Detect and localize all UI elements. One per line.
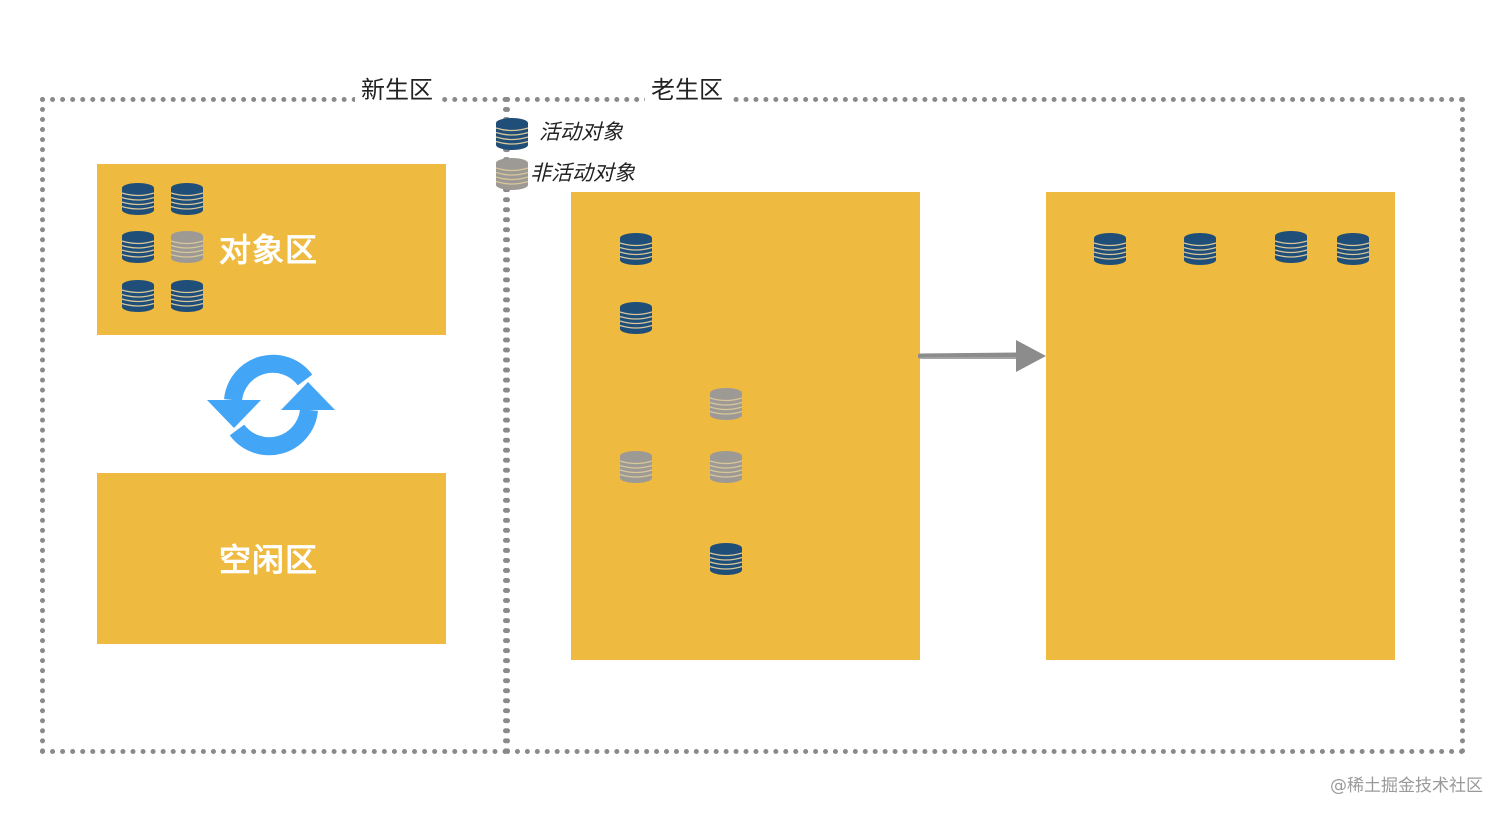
object-area-label: 对象区	[219, 231, 319, 269]
active-object-icon	[170, 182, 204, 216]
old-generation-label: 老生区	[645, 75, 729, 105]
active-object-icon	[121, 279, 155, 313]
inactive-object-icon	[709, 387, 743, 421]
active-object-icon	[1336, 232, 1370, 266]
active-object-icon	[709, 542, 743, 576]
inactive-object-icon	[170, 230, 204, 264]
free-area	[97, 473, 446, 644]
active-object-icon	[170, 279, 204, 313]
active-object-icon	[121, 182, 155, 216]
object-area	[97, 164, 446, 335]
old-space-after	[1046, 192, 1395, 660]
old-space-before	[571, 192, 920, 660]
watermark: @稀土掘金技术社区	[1330, 776, 1483, 796]
active-object-icon	[1274, 230, 1308, 264]
inactive-object-icon	[619, 450, 653, 484]
active-object-legend-label: 活动对象	[539, 120, 623, 144]
active-object-legend-icon	[495, 117, 529, 151]
active-object-icon	[1093, 232, 1127, 266]
active-object-icon	[1183, 232, 1217, 266]
inactive-object-legend-label: 非活动对象	[530, 161, 635, 185]
active-object-icon	[121, 230, 155, 264]
arrow-right-icon	[918, 340, 1046, 372]
old-generation-region	[505, 97, 1465, 754]
sync-cycle-icon	[207, 354, 335, 456]
young-generation-label: 新生区	[355, 75, 439, 105]
active-object-icon	[619, 232, 653, 266]
inactive-object-legend-icon	[495, 157, 529, 191]
inactive-object-icon	[709, 450, 743, 484]
active-object-icon	[619, 301, 653, 335]
free-area-label: 空闲区	[219, 541, 319, 579]
